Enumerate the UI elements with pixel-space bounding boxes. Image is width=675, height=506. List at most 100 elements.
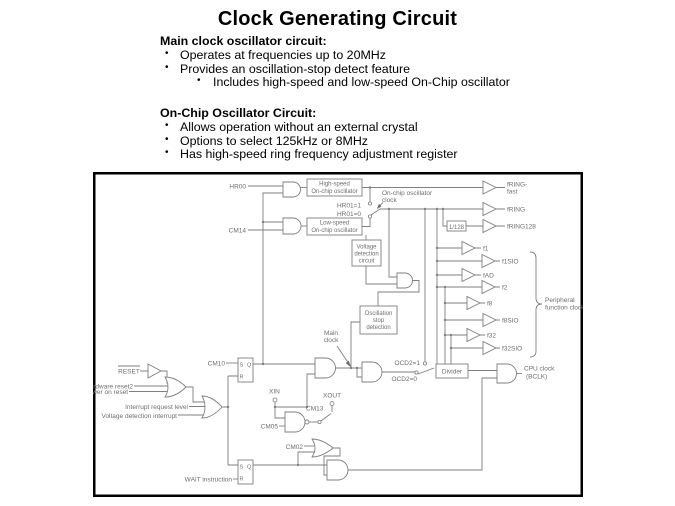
or-gate bbox=[164, 376, 187, 398]
bullet-item: • Options to select 125kHz or 8MHz bbox=[160, 134, 630, 148]
junction-dot bbox=[443, 318, 447, 322]
sr-latch-2 bbox=[237, 459, 254, 485]
junction-dot bbox=[441, 207, 445, 211]
bullet-glyph: • bbox=[165, 61, 169, 73]
label-cm13: CM13 bbox=[306, 406, 324, 413]
label-hr01-1: HR01=1 bbox=[337, 203, 361, 210]
label-reset: RESET bbox=[118, 369, 140, 376]
section-main-clock: Main clock oscillator circuit: • Operate… bbox=[160, 34, 630, 89]
peripheral-brace bbox=[529, 251, 543, 358]
wire bbox=[377, 280, 420, 306]
junction-dot bbox=[449, 333, 453, 337]
and-gate bbox=[326, 459, 349, 481]
oscillation-stop-box bbox=[359, 305, 398, 335]
buffer bbox=[482, 180, 498, 195]
wire bbox=[118, 365, 148, 372]
label-cpu-clock-1: CPU clock bbox=[524, 366, 555, 373]
latch1-q: Q bbox=[247, 363, 252, 369]
buffer bbox=[482, 201, 498, 217]
low-speed-oscillator-box bbox=[306, 217, 363, 236]
wire bbox=[445, 334, 483, 364]
bullet-item: • Provides an oscillation-stop detect fe… bbox=[160, 62, 630, 76]
wire bbox=[297, 451, 315, 465]
label-f1sio: f1SIO bbox=[502, 259, 519, 266]
junction-dot bbox=[449, 346, 453, 350]
junction-dot bbox=[435, 285, 439, 289]
wire bbox=[444, 287, 483, 364]
junction-dot bbox=[435, 273, 439, 277]
section-heading: On-Chip Oscillator Circuit: bbox=[160, 106, 317, 120]
bullet-text: Allows operation without an external cry… bbox=[180, 119, 418, 134]
label-cm05: CM05 bbox=[261, 424, 279, 431]
wire bbox=[362, 218, 371, 227]
label-div128: 1/128 bbox=[449, 225, 465, 231]
label-peripheral-2: function clock bbox=[545, 305, 583, 312]
switch-contact bbox=[317, 419, 322, 424]
bullet-glyph: • bbox=[197, 75, 201, 87]
junction-dot bbox=[226, 405, 230, 409]
bullet-text: Has high-speed ring frequency adjustment… bbox=[180, 147, 458, 162]
label-xin: XIN bbox=[269, 389, 280, 396]
wire bbox=[262, 192, 283, 364]
label-power-on-reset: Power on reset bbox=[93, 389, 128, 396]
xin-pin bbox=[272, 397, 278, 403]
switch-contact bbox=[422, 361, 427, 366]
junction-dot bbox=[387, 207, 391, 211]
buffer bbox=[461, 240, 477, 256]
voltage-detection-box bbox=[351, 239, 382, 267]
wire bbox=[348, 377, 497, 471]
label-osd-1: Oscillation bbox=[365, 311, 393, 317]
contacts bbox=[272, 201, 427, 424]
sr-latch-1 bbox=[237, 357, 254, 383]
wire bbox=[222, 375, 238, 466]
wire bbox=[370, 208, 381, 216]
latch2-r: R bbox=[240, 477, 244, 483]
label-osc-clock-1: On-chip oscillator bbox=[382, 190, 433, 197]
label-cm10: CM10 bbox=[208, 361, 226, 368]
junction-dot bbox=[443, 285, 447, 289]
label-osd-3: detection bbox=[366, 325, 390, 331]
label-high-speed-2: On-chip oscillator bbox=[311, 189, 357, 195]
bullet-glyph: • bbox=[165, 147, 169, 159]
label-cpu-clock-2: (BCLK) bbox=[526, 374, 547, 381]
label-osc-clock-2: clock bbox=[382, 197, 398, 204]
and-gate bbox=[396, 272, 413, 289]
junction-dot bbox=[296, 463, 300, 467]
section-heading: Main clock oscillator circuit: bbox=[160, 34, 327, 48]
label-ocd2-0: OCD2=0 bbox=[392, 376, 418, 383]
wire bbox=[320, 405, 333, 422]
label-wait-instruction: WAIT instruction bbox=[185, 477, 233, 484]
latch1-s: S bbox=[240, 363, 244, 369]
label-cm14: CM14 bbox=[229, 228, 247, 235]
or-gate bbox=[201, 395, 223, 419]
label-low-speed-1: Low-speed bbox=[320, 221, 349, 227]
bullet-text: Options to select 125kHz or 8MHz bbox=[180, 133, 369, 148]
wire bbox=[388, 209, 397, 278]
arrowheads bbox=[345, 203, 382, 368]
bullet-item: • Has high-speed ring frequency adjustme… bbox=[160, 147, 630, 161]
label-vdc-2: detection bbox=[354, 252, 378, 258]
wire bbox=[437, 247, 482, 288]
latch1-r: R bbox=[240, 375, 244, 381]
junction-dots bbox=[226, 186, 453, 467]
label-vdc-3: circuit bbox=[359, 259, 375, 265]
label-ocd2-1: OCD2=1 bbox=[395, 360, 421, 367]
bullet-item: • Allows operation without an external c… bbox=[160, 120, 630, 134]
buffer bbox=[147, 363, 162, 379]
buffer bbox=[461, 267, 477, 283]
label-f8: f8 bbox=[487, 301, 493, 308]
junction-dot bbox=[261, 220, 265, 224]
label-interrupt-request: Interrupt request level bbox=[125, 404, 188, 411]
label-xout: XOUT bbox=[323, 393, 341, 400]
wire bbox=[323, 447, 341, 476]
label-fring-fast-1: fRING- bbox=[507, 182, 527, 189]
gates bbox=[147, 180, 517, 481]
junction-dot bbox=[443, 301, 447, 305]
label-main-clock-2: clock bbox=[324, 337, 340, 344]
bullet-glyph: • bbox=[165, 47, 169, 59]
label-low-speed-2: On-chip oscillator bbox=[311, 228, 357, 234]
wire bbox=[475, 247, 500, 349]
label-high-speed-1: High-speed bbox=[319, 182, 350, 188]
wire bbox=[129, 385, 170, 392]
